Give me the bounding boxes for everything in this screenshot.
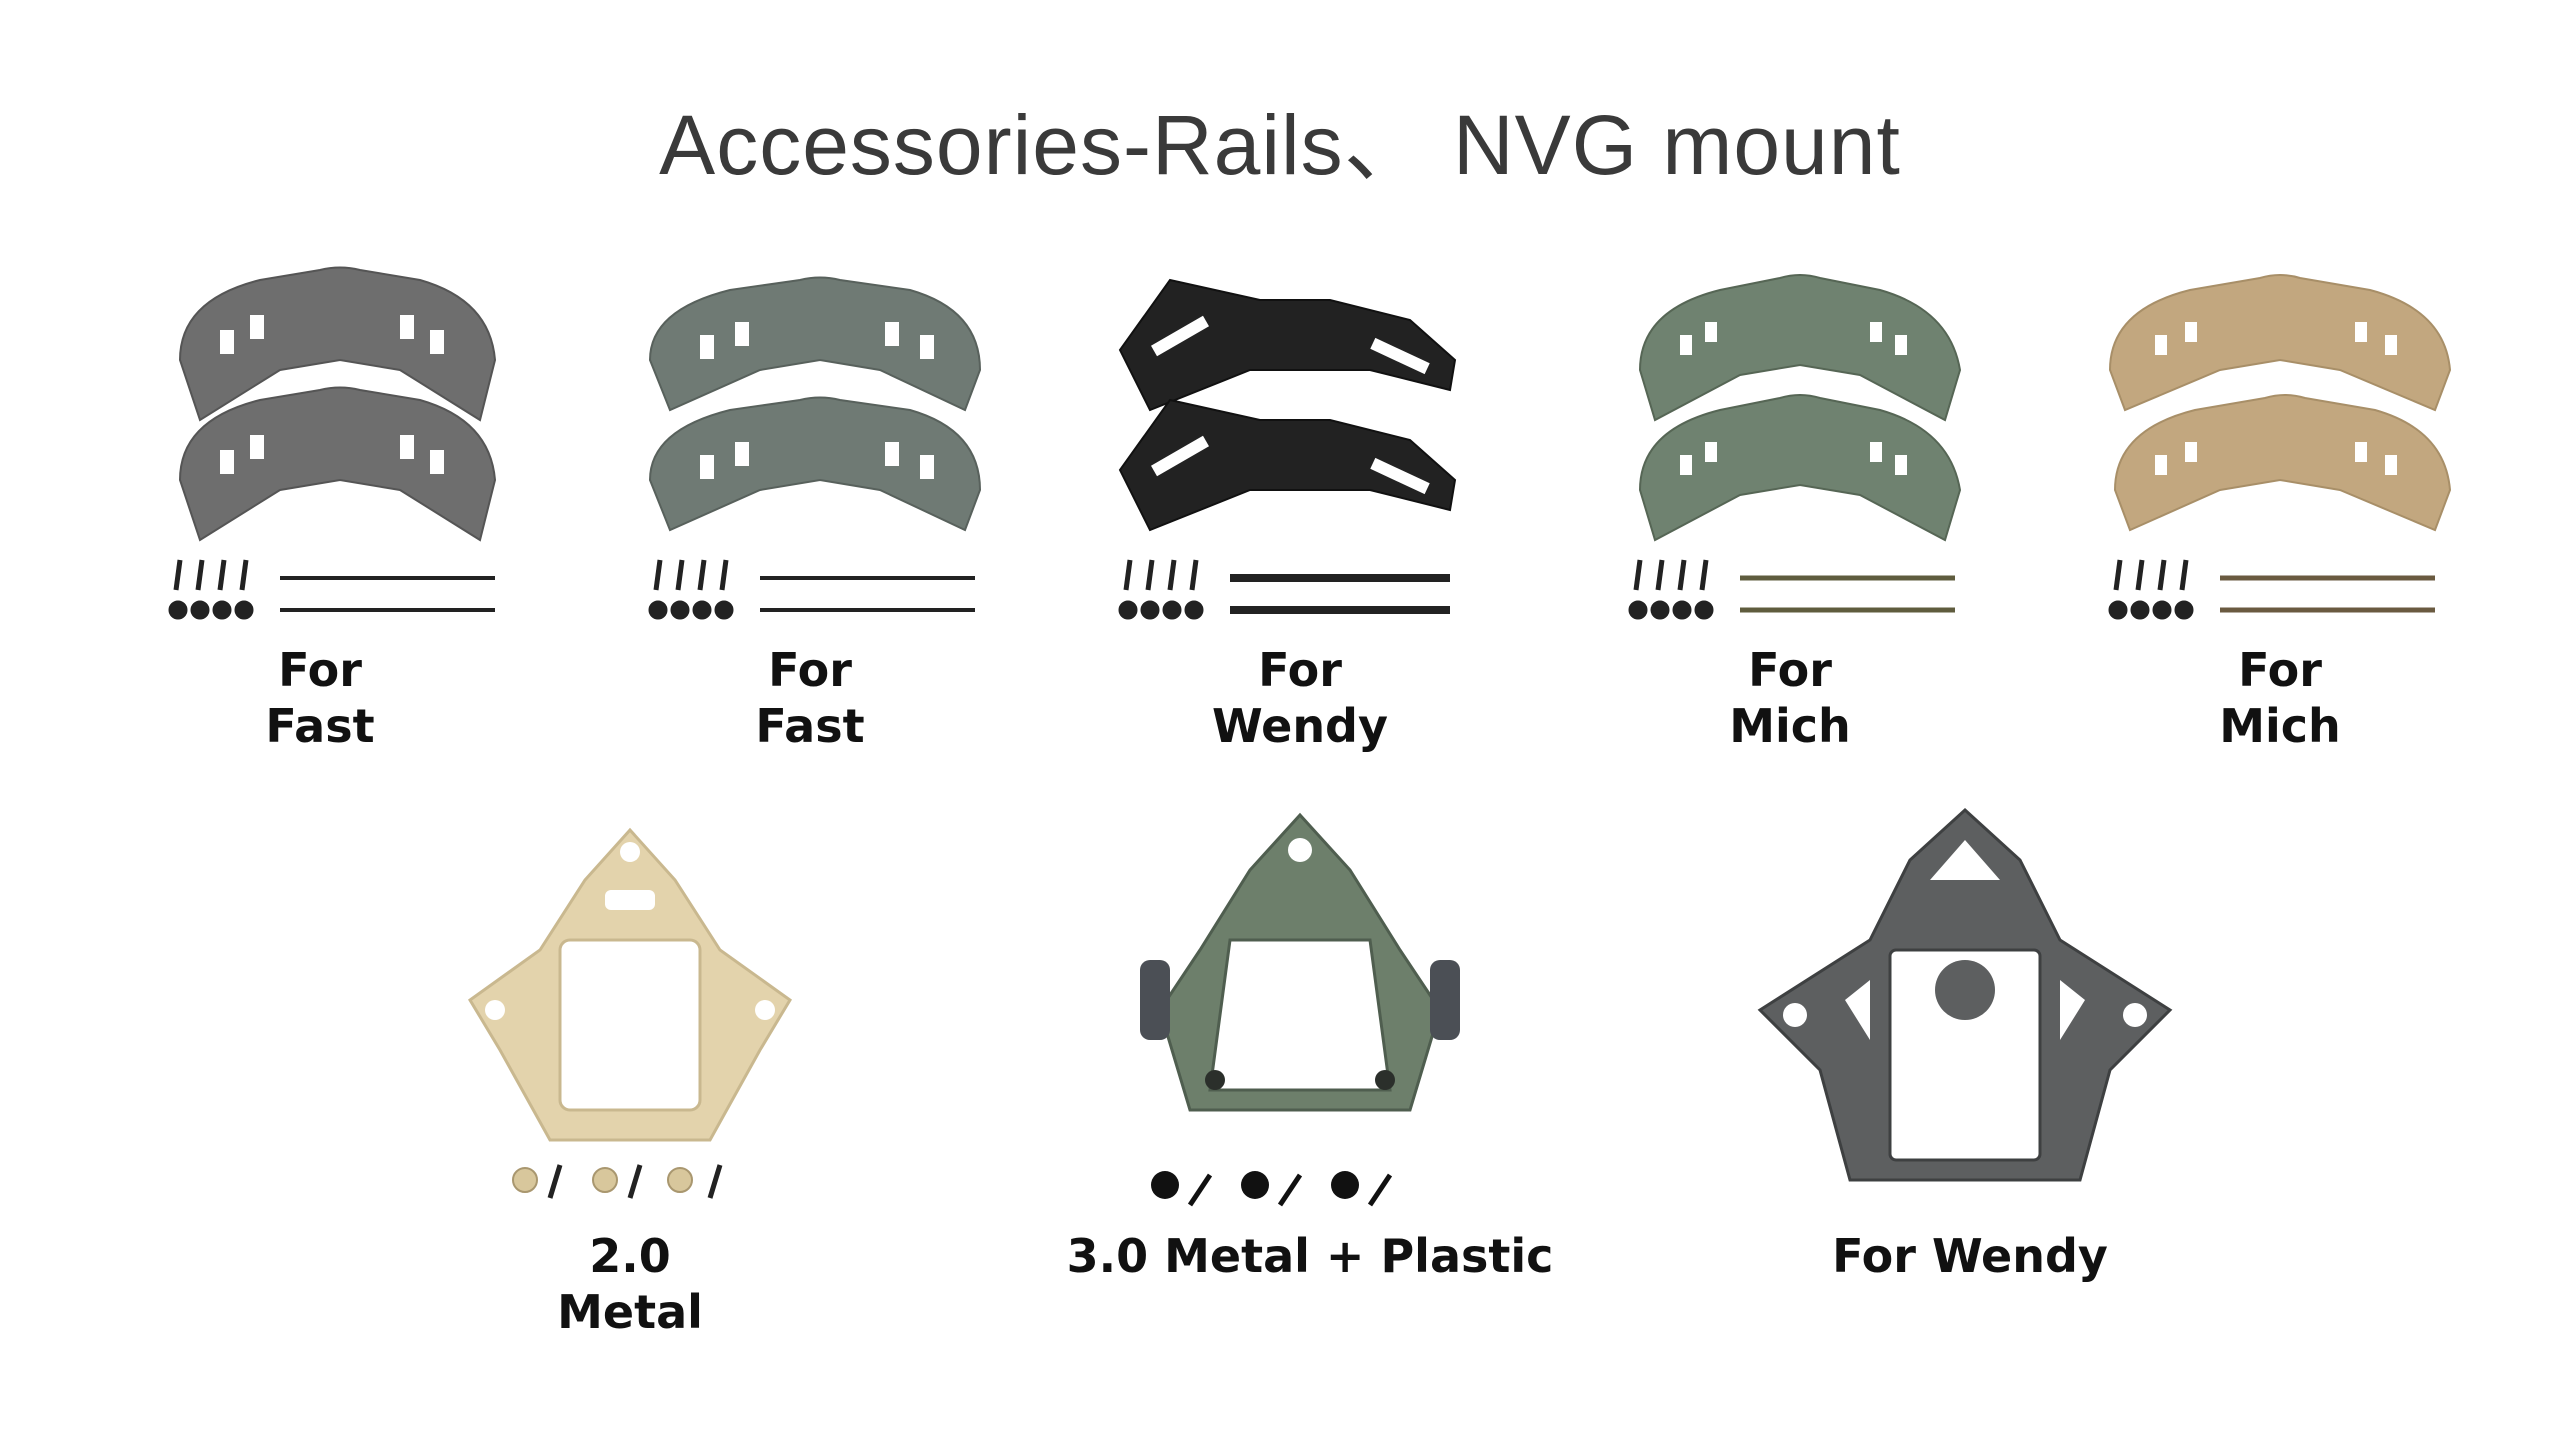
nvg-mount-grey (1750, 800, 2180, 1200)
rail-caption-2: For Fast (700, 642, 920, 754)
nvg-mount-green-image (1140, 812, 1460, 1207)
rail-set-fast-foliage (640, 260, 1000, 640)
rail-wendy-black-image (1118, 278, 1457, 620)
rail-set-mich-tan (2100, 260, 2460, 640)
rail-caption-1-line2: Fast (265, 699, 375, 753)
rail-mich-green-image (1628, 274, 1962, 620)
rail-caption-5-line2: Mich (2219, 699, 2341, 753)
mount-caption-2-line1: 3.0 Metal + Plastic (1066, 1229, 1554, 1283)
mount-caption-1-line1: 2.0 (589, 1229, 671, 1283)
mount-caption-3: For Wendy (1780, 1228, 2160, 1284)
rail-caption-3: For Wendy (1190, 642, 1410, 754)
rail-caption-5: For Mich (2170, 642, 2390, 754)
rail-caption-4-line2: Mich (1729, 699, 1851, 753)
nvg-mount-tan (460, 820, 800, 1210)
rail-caption-5-line1: For (2238, 643, 2322, 697)
nvg-mount-grey-image (1757, 807, 2173, 1182)
nvg-mount-tan-image (468, 827, 792, 1199)
mount-caption-1-line2: Metal (557, 1285, 703, 1339)
mount-caption-2: 3.0 Metal + Plastic (1060, 1228, 1560, 1284)
rail-caption-4: For Mich (1680, 642, 1900, 754)
rail-caption-1: For Fast (210, 642, 430, 754)
rail-caption-1-line1: For (278, 643, 362, 697)
rail-caption-2-line1: For (768, 643, 852, 697)
rail-fast-grey-image (168, 266, 497, 620)
mount-caption-1: 2.0 Metal (510, 1228, 750, 1340)
mount-caption-3-line1: For Wendy (1832, 1229, 2108, 1283)
rail-caption-2-line2: Fast (755, 699, 865, 753)
nvg-mount-green (1120, 810, 1480, 1210)
rail-set-fast-grey (160, 260, 520, 640)
rail-fast-foliage-image (648, 276, 982, 620)
rail-mich-tan-image (2108, 274, 2452, 620)
rail-set-mich-green (1620, 260, 1980, 640)
rail-caption-4-line1: For (1748, 643, 1832, 697)
rail-caption-3-line1: For (1258, 643, 1342, 697)
rail-set-wendy-black (1110, 260, 1470, 640)
page-title: Accessories-Rails、 NVG mount (659, 98, 1901, 192)
rail-caption-3-line2: Wendy (1212, 699, 1388, 753)
